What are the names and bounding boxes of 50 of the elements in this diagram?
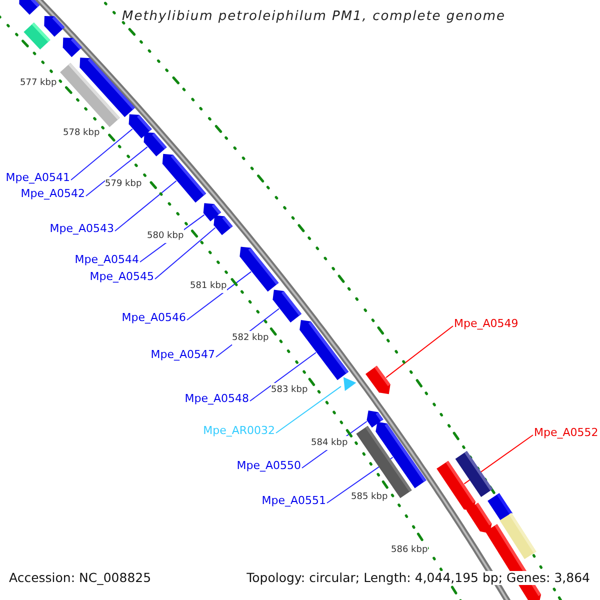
- gene-block: [366, 366, 390, 394]
- gene-label: Mpe_A0552: [534, 426, 598, 439]
- scale-label: 580 kbp: [147, 229, 184, 243]
- gene-block: [214, 215, 233, 236]
- title: Methylibium petroleiphilum PM1, complete genome: [122, 10, 506, 23]
- gene-block: [466, 502, 492, 534]
- scale-label: 578 kbp: [63, 126, 100, 140]
- gene-label: Mpe_A0549: [454, 317, 518, 330]
- info-text: Accession: NC_008825: [9, 571, 152, 585]
- scale-label: 579 kbp: [105, 177, 142, 191]
- gene-label: Mpe_A0541: [6, 171, 70, 184]
- leader-line: [70, 128, 133, 180]
- scale-label: 585 kbp: [351, 490, 388, 504]
- gene-block: [436, 460, 476, 512]
- scale-label: 583 kbp: [271, 383, 308, 397]
- gene-block: [62, 38, 82, 58]
- gene-label: Mpe_A0550: [236, 459, 301, 472]
- scale-label: 586 kbp: [391, 543, 428, 557]
- gene-block: [60, 62, 120, 128]
- gene-label: Mpe_A0543: [50, 222, 114, 235]
- leader-line: [386, 326, 454, 378]
- leader-line: [250, 352, 316, 402]
- gene-label: Mpe_A0547: [150, 348, 215, 361]
- gene-block: [144, 132, 167, 156]
- leader-line: [86, 146, 148, 196]
- leader-line: [186, 271, 252, 320]
- leader-line: [276, 386, 342, 434]
- gene-label: Mpe_A0548: [184, 392, 249, 405]
- scale-label: 582 kbp: [232, 331, 269, 345]
- gene-label: Mpe_A0544: [74, 253, 139, 266]
- gene-label: Mpe_A0551: [262, 494, 326, 507]
- gene-block: [343, 377, 356, 391]
- gene-block: [240, 246, 279, 292]
- leader-line: [114, 180, 177, 232]
- gene-label: Mpe_A0545: [90, 270, 154, 283]
- info-text: Topology: circular; Length: 4,044,195 bp; Genes: 3,864: [246, 571, 590, 585]
- gene-block: [19, 0, 40, 15]
- gene-block: [44, 16, 65, 37]
- gene-block: [24, 22, 50, 50]
- gene-label: Mpe_A0542: [20, 187, 85, 200]
- gene-label: Mpe_A0546: [122, 311, 186, 324]
- gene-block: [300, 320, 349, 380]
- gene-block: [272, 290, 302, 322]
- gene-label: Mpe_AR0032: [203, 424, 275, 437]
- scale-label: 577 kbp: [20, 76, 57, 90]
- scale-label: 584 kbp: [311, 436, 348, 450]
- gene-block: [162, 154, 206, 203]
- leader-line: [464, 434, 534, 484]
- leader-line: [154, 227, 216, 280]
- scale-label: 581 kbp: [190, 279, 227, 293]
